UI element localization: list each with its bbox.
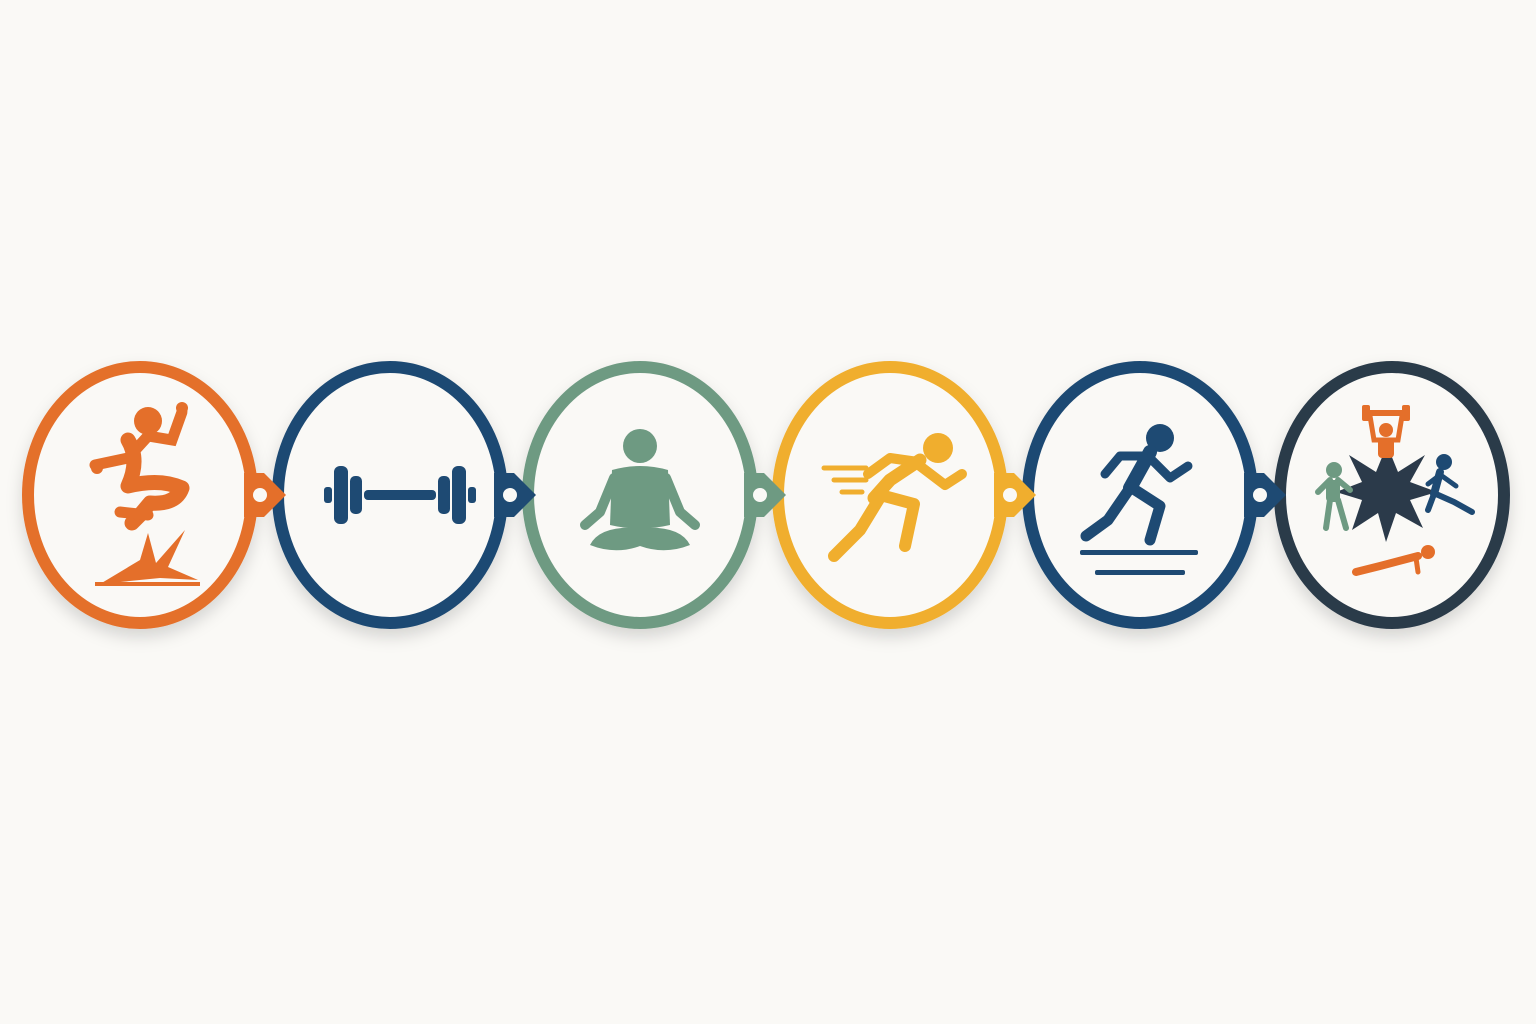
jumping-person-impact-icon bbox=[89, 402, 200, 586]
step-5-node bbox=[1022, 361, 1258, 629]
step-2-node bbox=[272, 361, 508, 629]
connector-hole bbox=[753, 488, 767, 502]
walking-person-icon bbox=[1315, 462, 1353, 531]
pushup-person-icon bbox=[1352, 545, 1435, 576]
connector-hole bbox=[253, 488, 267, 502]
connector-hole bbox=[503, 488, 517, 502]
weightlifter-icon bbox=[1362, 405, 1410, 458]
step-1-node bbox=[22, 361, 258, 629]
step-6-node bbox=[1274, 361, 1510, 629]
connector-hole bbox=[1253, 488, 1267, 502]
step-4-node bbox=[772, 361, 1008, 629]
running-person-lines-icon bbox=[1080, 424, 1198, 575]
step-connectors bbox=[244, 473, 1286, 517]
connector-hole bbox=[1003, 488, 1017, 502]
barbell-icon bbox=[324, 466, 476, 524]
jogging-person-icon bbox=[1425, 454, 1475, 515]
step-3-node bbox=[522, 361, 758, 629]
sprinting-person-icon bbox=[821, 433, 967, 562]
meditating-person-icon bbox=[580, 429, 700, 551]
multi-athlete-star-icon bbox=[1315, 405, 1475, 576]
